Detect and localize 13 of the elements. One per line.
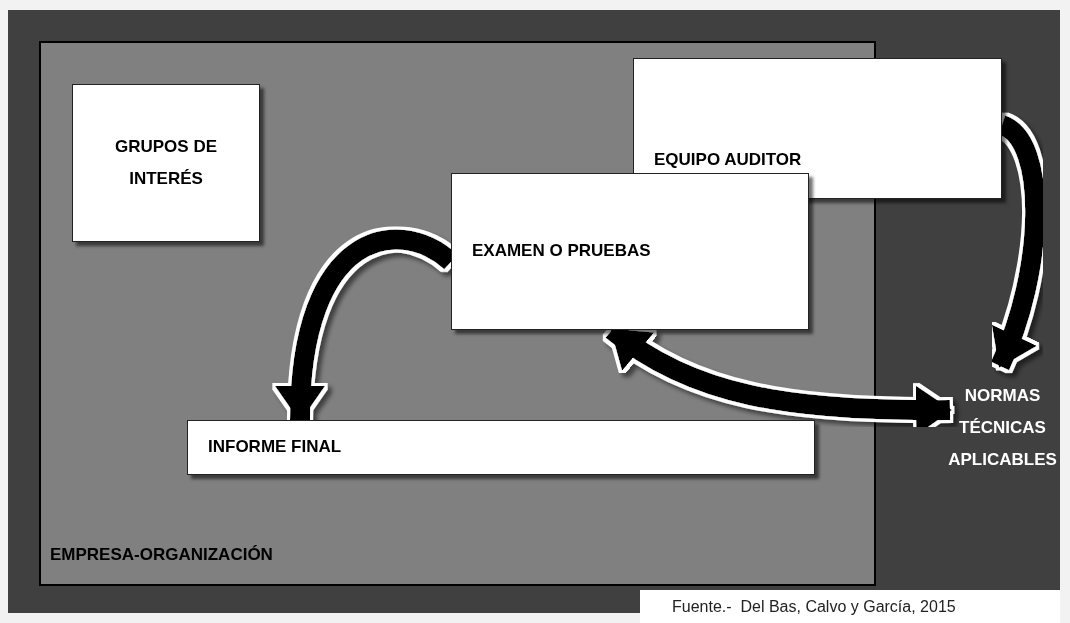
organization-label: EMPRESA-ORGANIZACIÓN — [50, 543, 273, 566]
curved-arrow — [293, 475, 343, 540]
curved-arrow — [75, 240, 125, 538]
standards-label: NORMAS TÉCNICAS APLICABLES — [948, 384, 1057, 472]
audit-team-box — [633, 58, 1002, 199]
stakeholder-box — [72, 84, 260, 242]
box-title: EQUIPO AUDITOR — [654, 148, 802, 171]
box-title: EXAMEN O PRUEBAS — [472, 240, 651, 263]
examination-box — [451, 173, 809, 330]
final-report-box — [187, 420, 815, 475]
box-title: GRUPOS DE INTERÉS — [114, 135, 218, 190]
box-title: INFORME FINAL — [208, 436, 342, 459]
source-note: Fuente.- Del Bas, Calvo y García, 2015 — [640, 590, 1060, 623]
